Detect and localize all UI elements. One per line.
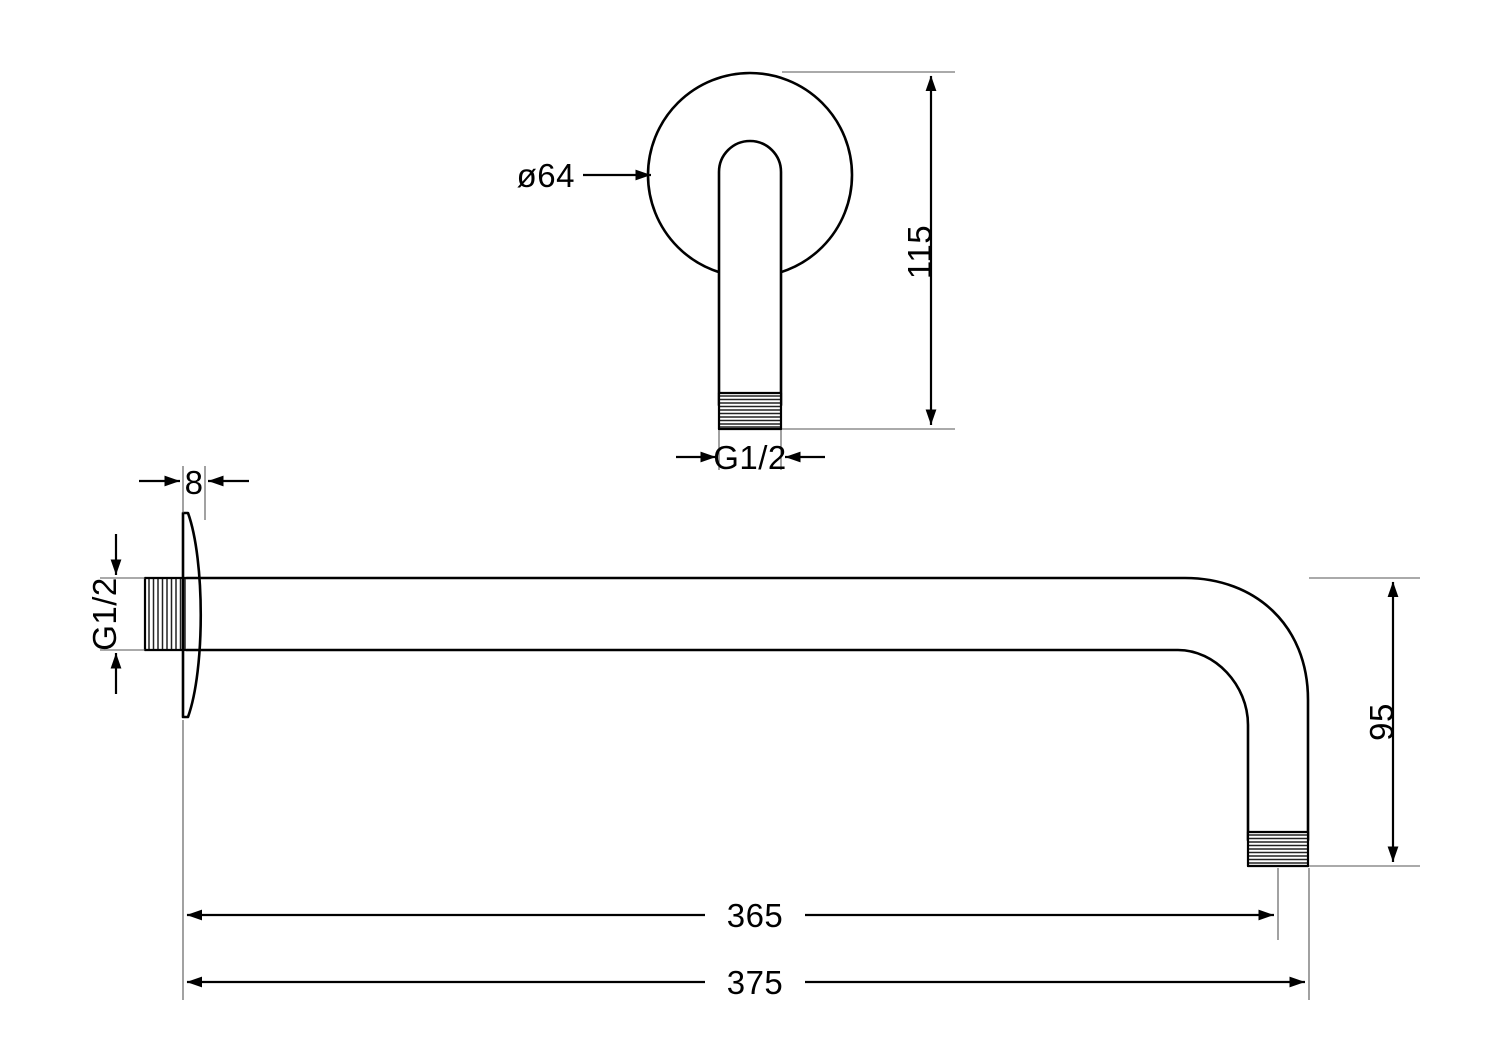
length-365-dimension: 365 — [182, 720, 1279, 940]
side-view-group: 8 G1/2 95 365 — [86, 464, 1420, 1002]
thread-sides-top — [717, 391, 783, 431]
flange-thickness-8-label: 8 — [185, 464, 204, 501]
diameter-64-label: ø64 — [517, 157, 575, 194]
drop-95-dimension: 95 — [1309, 577, 1420, 867]
thread-g-half-top-dimension: G1/2 — [676, 430, 825, 476]
length-375-dimension: 375 — [182, 868, 1310, 1002]
top-view-group: ø64 115 G1/2 — [517, 71, 955, 476]
length-375-label: 375 — [727, 964, 784, 1001]
drop-95-label: 95 — [1363, 703, 1400, 741]
arm-outer-contour — [185, 576, 1310, 842]
vertical-tube-outline — [717, 139, 783, 407]
thread-g-half-inlet-label: G1/2 — [86, 577, 123, 651]
thread-g-half-top-label: G1/2 — [713, 439, 787, 476]
length-365-label: 365 — [727, 897, 784, 934]
outlet-thread — [1246, 830, 1310, 868]
dim-365-text-mask — [705, 897, 805, 935]
inlet-thread-hatching — [148, 578, 186, 650]
vertical-tube-group — [717, 139, 783, 407]
thread-g-half-inlet-dimension: G1/2 — [86, 534, 145, 694]
thread-hatching-top — [719, 395, 781, 428]
wall-escutcheon — [181, 511, 202, 719]
diameter-64-callout: ø64 — [517, 157, 651, 194]
shower-arm-body — [185, 576, 1310, 842]
arm-inner-contour — [185, 648, 1250, 842]
top-view-thread-group — [717, 391, 783, 431]
height-115-label: 115 — [901, 225, 938, 279]
flange-thickness-8-dimension: 8 — [139, 464, 249, 520]
outlet-thread-hatching — [1248, 834, 1308, 864]
vertical-tube-fill — [719, 141, 781, 405]
inlet-thread-nipple — [143, 576, 189, 652]
height-115-dimension: 115 — [782, 71, 955, 430]
escutcheon-profile — [181, 511, 202, 719]
dim-375-text-mask — [705, 964, 805, 1002]
